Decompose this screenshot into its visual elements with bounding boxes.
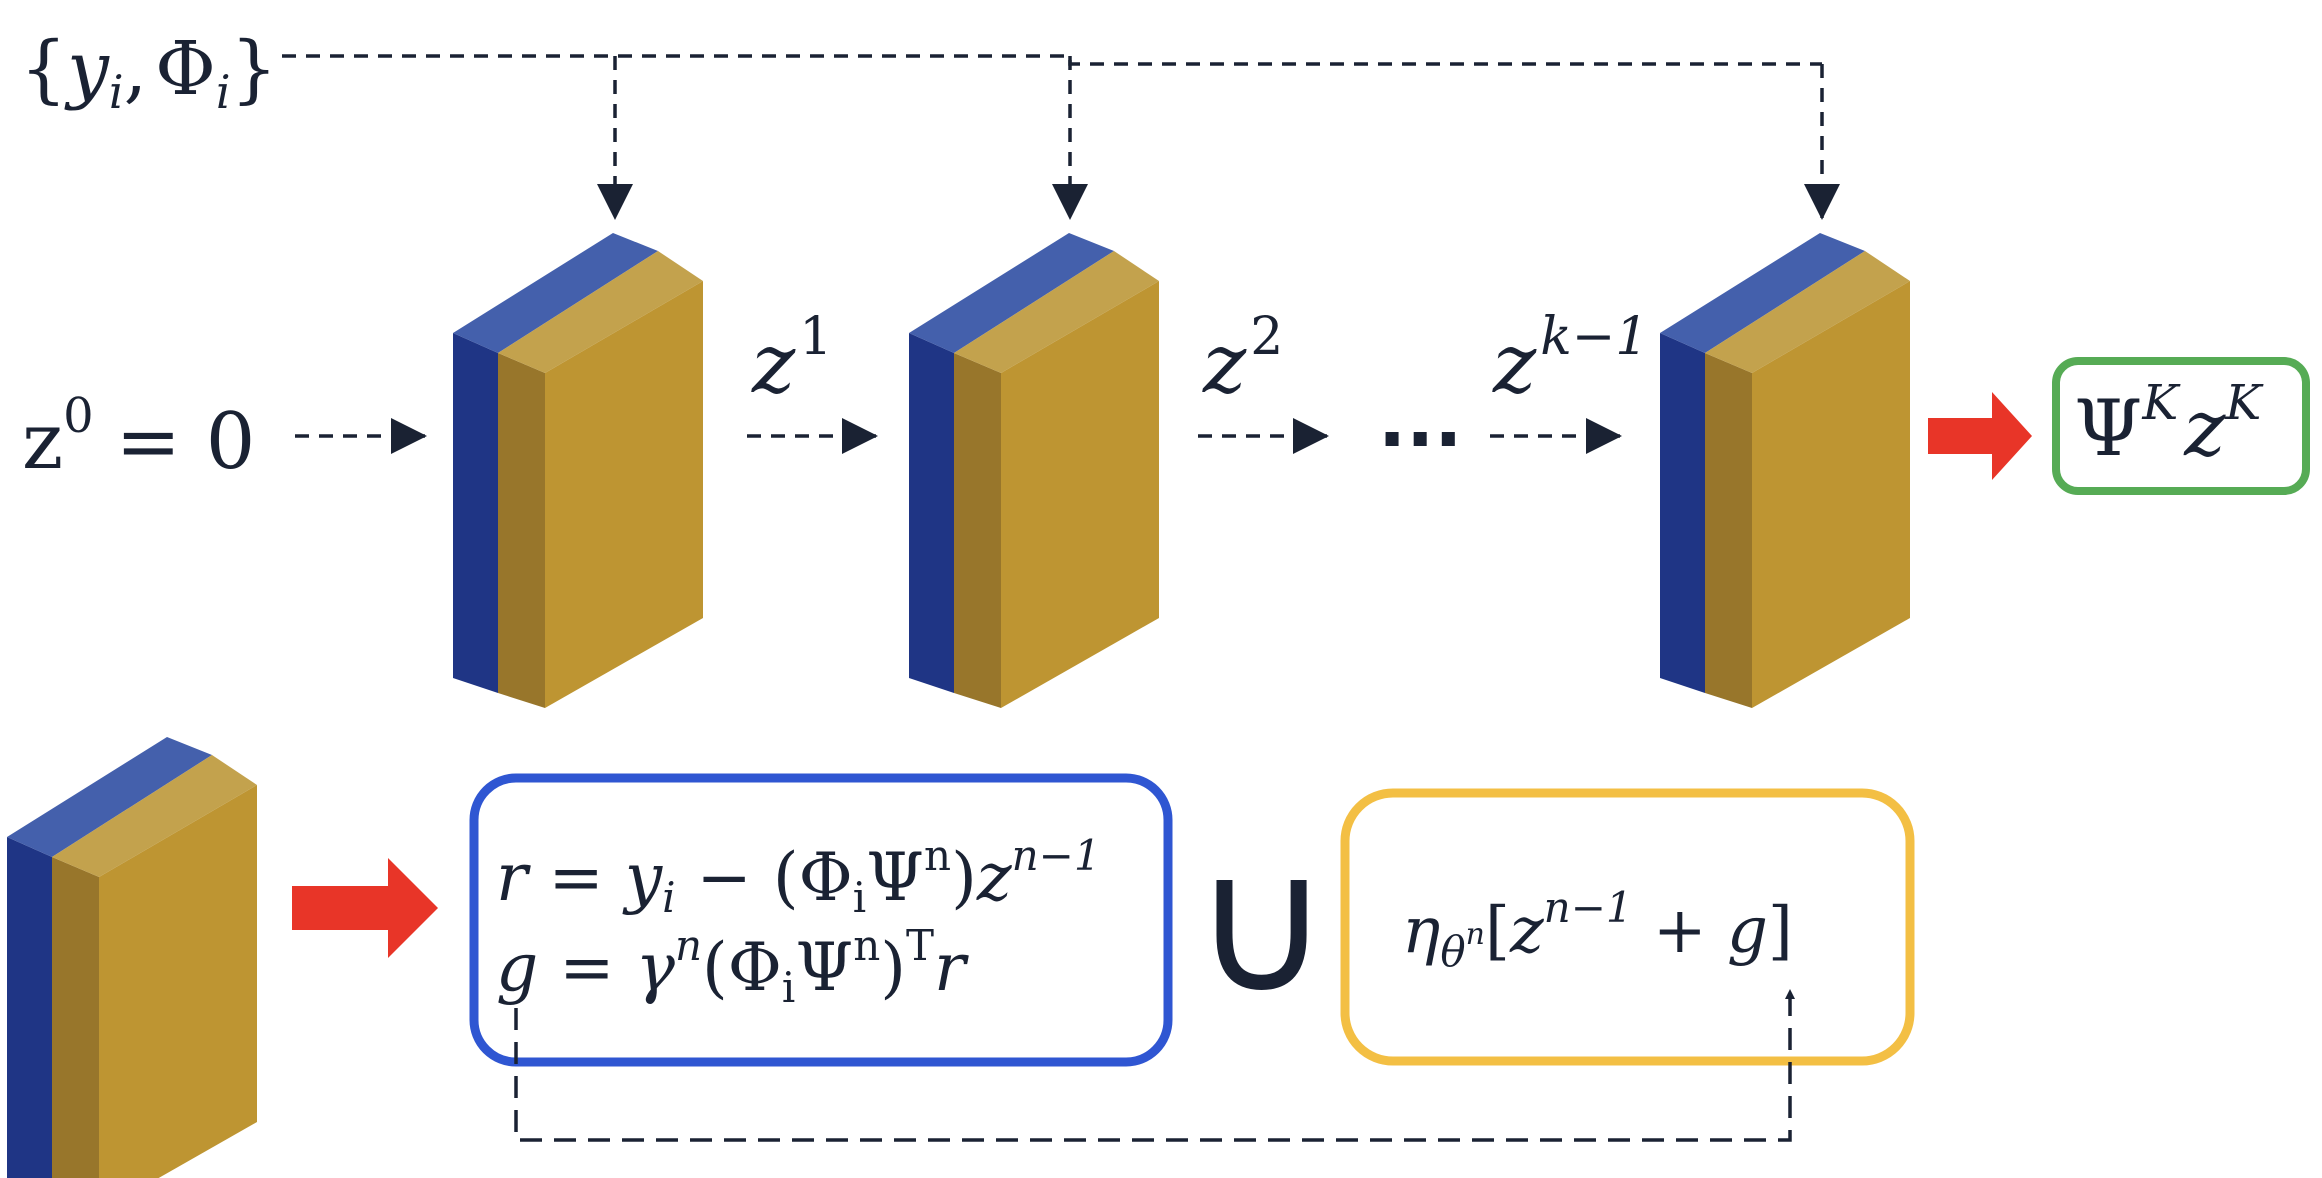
gradient-step-box: [469, 773, 1173, 1067]
eq1-z: z: [976, 839, 1013, 916]
inputs-comma: ,: [124, 26, 148, 112]
prox-close: ]: [1768, 894, 1793, 968]
input-feed-lines: [282, 54, 1840, 220]
label-z1: z1: [751, 307, 832, 412]
inputs-y: y: [64, 26, 110, 112]
prox-z-sup: n−1: [1544, 883, 1633, 932]
output-box: [2052, 357, 2310, 495]
unfolded-network-stage-icon: [909, 233, 1159, 708]
prox-g: g: [1727, 894, 1768, 968]
eq1-psi-sup: n: [924, 831, 951, 880]
output-z: z: [2183, 384, 2226, 474]
eq2-phi: Φ: [728, 929, 782, 1006]
eq2-close: ): [880, 929, 906, 1006]
init-rest: = 0: [116, 397, 256, 487]
eq2-gamma-sup: n: [675, 921, 702, 970]
eq2-phi-sub: i: [782, 963, 795, 1012]
g-connector: [514, 989, 1795, 1142]
eq1-minus: − (: [676, 839, 799, 916]
init-sup: 0: [63, 388, 94, 444]
eq2-eq: =: [538, 929, 635, 1006]
block-stage-2: [909, 233, 1159, 708]
brace-open: {: [20, 26, 67, 112]
prox-z: z: [1509, 894, 1545, 968]
inputs-label: {yi,Φi}: [20, 26, 278, 119]
label-z1-sup: 1: [799, 307, 832, 367]
label-zk-1-base: z: [1492, 317, 1537, 412]
block-stage-k: [1660, 233, 1910, 708]
prox-open: [: [1485, 894, 1510, 968]
red-right-arrow-icon: [292, 858, 438, 958]
eq1-close: ): [951, 839, 977, 916]
proximal-step-box: [1340, 788, 1915, 1066]
eq1-phi: Φ: [799, 839, 853, 916]
unfolded-network-stage-icon: [453, 233, 703, 708]
eq1-eq: =: [528, 839, 625, 916]
prox-theta-sup: n: [1466, 917, 1485, 952]
eq2-g: g: [496, 929, 538, 1006]
eq2-psi-sup: n: [853, 921, 880, 970]
proximal-equation: ηθn[zn−1 + g]: [1402, 883, 1793, 976]
label-z2-sup: 2: [1250, 307, 1283, 367]
block-stage-1: [453, 233, 703, 708]
prox-eta: η: [1402, 894, 1440, 968]
residual-equation: r = yi − (ΦiΨn)zn−1: [496, 831, 1101, 922]
label-z2-base: z: [1202, 317, 1247, 412]
eq2-psi: Ψ: [795, 929, 853, 1006]
init-z: z: [22, 397, 63, 487]
union-symbol: ∪: [1192, 814, 1331, 1035]
brace-close: }: [231, 26, 278, 112]
feed-line-main: [282, 54, 1822, 66]
label-z2: z2: [1202, 307, 1283, 412]
output-z-sup: K: [2224, 375, 2264, 431]
unfolded-network-stage-icon: [7, 737, 257, 1178]
block-detail: [7, 737, 257, 1178]
inputs-y-sub: i: [109, 65, 124, 119]
eq2-open: (: [702, 929, 728, 1006]
prox-theta: θ: [1440, 927, 1465, 976]
output-psi: Ψ: [2074, 384, 2142, 474]
label-z1-base: z: [751, 317, 796, 412]
inputs-phi: Φ: [155, 26, 216, 112]
eq2-r: r: [934, 929, 969, 1006]
g-connector-path: [514, 989, 1795, 1142]
eq1-y: y: [622, 839, 663, 916]
prox-plus: +: [1633, 894, 1727, 968]
inputs-phi-sub: i: [216, 65, 231, 119]
unfolded-network-stage-icon: [1660, 233, 1910, 708]
eq2-gamma: γ: [636, 929, 676, 1006]
label-zk-1-sup: k−1: [1540, 307, 1648, 367]
ellipsis: ...: [1378, 378, 1462, 464]
eq2-t-sup: T: [906, 921, 934, 970]
eq1-z-sup: n−1: [1012, 831, 1101, 880]
gradient-equation: g = γn(ΦiΨn)Tr: [496, 921, 969, 1012]
eq1-phi-sub: i: [853, 873, 866, 922]
eq1-psi: Ψ: [866, 839, 924, 916]
output-label: ΨKzK: [2074, 375, 2264, 474]
init-label: z0 = 0: [22, 388, 255, 487]
output-psi-sup: K: [2141, 375, 2181, 431]
red-right-arrow-icon: [1928, 392, 2032, 480]
eq1-y-sub: i: [662, 873, 675, 922]
label-zk-1: zk−1: [1492, 307, 1648, 412]
eq1-r: r: [496, 839, 531, 916]
